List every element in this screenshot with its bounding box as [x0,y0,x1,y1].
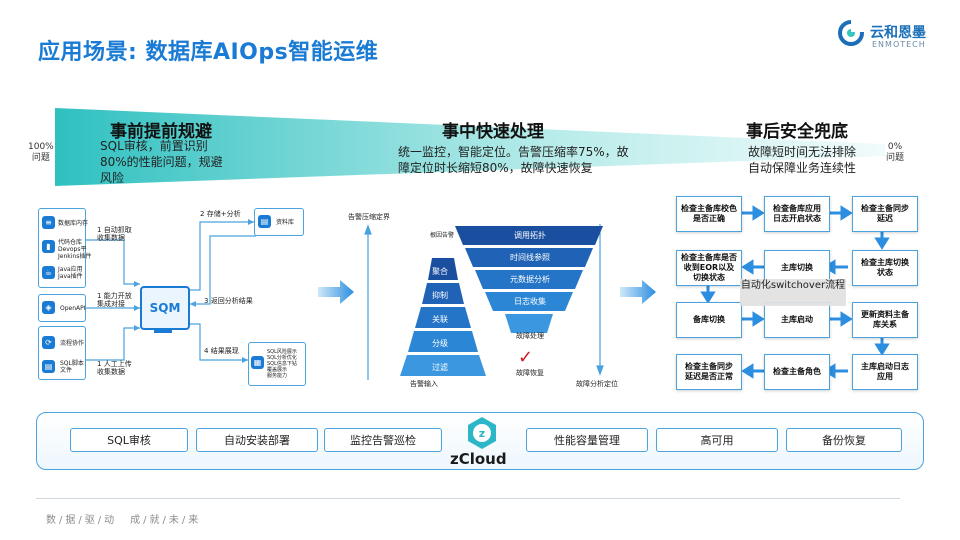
stage-desc-during: 统一监控，智能定位。告警压缩率75%，故障定位时长缩短80%，故障快速恢复 [398,145,629,175]
pyramid-layer-correlate: 关联 [432,314,448,324]
monitor-stand [154,328,172,333]
database-icon: ≡ [42,216,55,229]
flow-node-update-relation: 更新资料主备 库关系 [852,302,918,338]
pyramid-shape [400,258,486,376]
stage-title-before: 事前提前规避 [110,122,212,142]
top-axis-label: 告警压缩定界 [348,213,390,221]
logo-name: 云和恩墨 [870,25,926,41]
repository-box [254,208,304,236]
funnel-layer-fault: 故障处理 [516,331,544,340]
source-label: 数据库内存 [58,220,89,227]
pyramid-layer-grade: 分级 [432,338,448,348]
flow-node-check-standby-apply: 检查备库应用 日志开启状态 [764,196,830,232]
fault-recovery-label: 故障恢复 [516,369,544,377]
api-icon: ◈ [42,301,55,314]
flow-icon: ⟳ [42,336,55,349]
repository-label: 资料库 [276,219,295,226]
funnel-layer-topology: 调用拓扑 [514,231,546,240]
zcloud-logo-icon: z [468,417,496,449]
source-label: 流程协作 [60,340,85,347]
alarm-input-label: 告警输入 [410,380,438,388]
flow-node-check-eor: 检查主备库是否 收到EOR以及 切换状态 [676,250,742,286]
stage-title-after: 事后安全兜底 [746,122,848,142]
pyramid-layer-aggregate: 聚合 [432,266,448,276]
stage-desc-after: 故障短时间无法排除自动保障业务连续性 [748,145,857,175]
footer-divider [36,498,900,499]
arrow-right-icon [318,280,354,304]
file-icon: ▤ [42,360,55,373]
arrow-right-icon [620,280,656,304]
flow-node-check-sync-delay: 检查主备同步 延迟 [852,196,918,232]
footer-slogan: 数/据/驱/动 成/就/未/来 [46,515,202,526]
funnel-axes [364,224,604,380]
funnel-layer-metadata: 元数据分析 [510,275,550,284]
flow-node-standby-switch: 备库切换 [676,302,742,338]
result-label: SQL风险展示 SQL分析优化 SQL信息下钻 覆盖展示 服务能力 [267,349,297,379]
capability-performance[interactable]: 性能容量管理 [526,428,648,452]
check-icon: ✓ [518,347,534,368]
funnel-layer-log: 日志收集 [514,297,546,306]
capability-sql-audit[interactable]: SQL审核 [70,428,188,452]
stage-title-during: 事中快速处理 [442,122,544,142]
flow-node-check-sync-normal: 检查主备同步 延迟是否正常 [676,354,742,390]
flow-node-check-switch-state: 检查主库切换 状态 [852,250,918,286]
switchover-overlay-label: 自动化switchover流程 [740,279,846,306]
capability-high-availability[interactable]: 高可用 [656,428,778,452]
funnel-shape [455,226,603,333]
arrow-label-manual-upload: 1 人工上传 收集数据 [97,360,132,376]
sqm-monitor: SQM [140,286,190,330]
stage-desc-before: SQL审核，前置识别80%的性能问题，规避风险 [100,139,223,185]
source-group-api [38,294,86,322]
source-label: OpenAPI [60,305,86,312]
svg-text:z: z [479,427,485,440]
company-logo [836,18,866,48]
flow-node-check-roles: 检查主备角色 [764,354,830,390]
arrow-label-display: 4 结果展现 [204,347,239,355]
arrow-label-return: 3 返回分析结果 [204,297,253,305]
zcloud-brand: zCloud [450,450,507,468]
capability-monitoring[interactable]: 监控告警巡检 [324,428,442,452]
java-icon: ☕ [42,266,55,279]
source-label: 代码仓库 Devops平 Jenkins插件 [58,239,92,260]
left-percent-label: 100% 问题 [28,142,54,163]
right-percent-label: 0% 问题 [886,142,905,163]
problem-wedge [55,108,885,186]
pyramid-layer-filter: 过滤 [432,362,448,372]
capability-auto-deploy[interactable]: 自动安装部署 [196,428,318,452]
source-label: SQL脚本 文件 [60,360,84,374]
arrow-label-store: 2 存储+分析 [200,210,241,218]
source-label: Java应用 Java插件 [58,266,83,280]
repository-icon: ▤ [258,215,271,228]
chart-icon: ▮ [42,240,55,253]
arrow-label-auto-collect: 1 自动抓取 收集数据 [97,226,132,242]
flow-node-start-log-apply: 主库启动日志 应用 [852,354,918,390]
logo-subtitle: ENMOTECH [872,40,926,49]
arrow-label-open-api: 1 能力开放 集成对接 [97,292,132,308]
pyramid-layer-suppress: 抑制 [432,290,448,300]
page-title: 应用场景: 数据库AIOps智能运维 [38,40,379,65]
logo-icon [838,18,866,46]
fault-locate-label: 故障分析定位 [576,380,618,388]
report-icon: ▦ [251,356,264,369]
funnel-layer-timeline: 时间线参照 [510,253,550,262]
root-alarm-label: 根因告警 [430,232,455,239]
flow-node-check-role: 检查主备库校色 是否正确 [676,196,742,232]
capability-backup[interactable]: 备份恢复 [786,428,902,452]
flow-node-primary-start: 主库启动 [764,302,830,338]
